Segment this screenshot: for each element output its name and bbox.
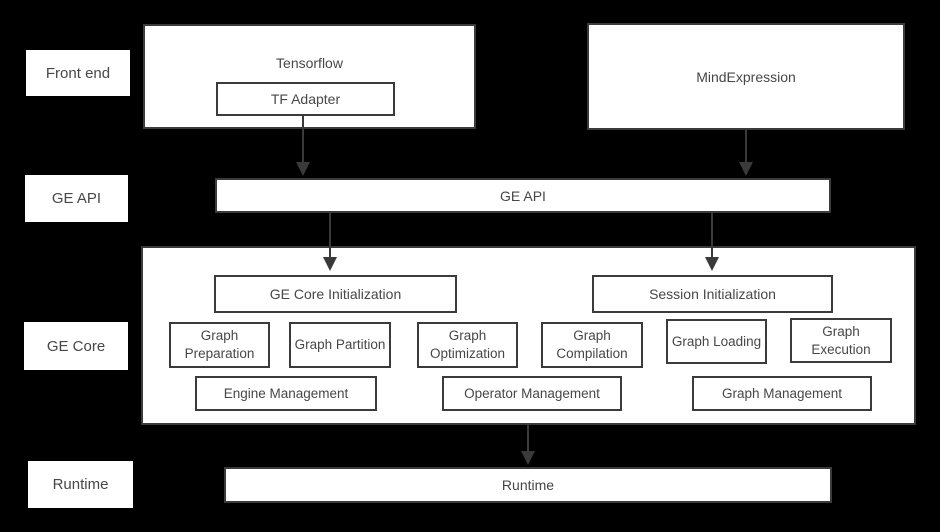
graph-partition-label: Graph Partition bbox=[294, 337, 386, 353]
mindexpression-box: MindExpression bbox=[587, 23, 905, 130]
graph-loading-box: Graph Loading bbox=[666, 319, 767, 364]
graph-compilation-label: Graph Compilation bbox=[556, 328, 628, 361]
ge-core-initialization-box: GE Core Initialization bbox=[214, 275, 457, 313]
graph-execution-box: Graph Execution bbox=[790, 318, 892, 363]
graph-partition-box: Graph Partition bbox=[289, 322, 391, 368]
runtime-bar-label: Runtime bbox=[501, 477, 555, 493]
layer-label-front-end: Front end bbox=[26, 50, 130, 96]
runtime-bar: Runtime bbox=[224, 467, 832, 503]
engine-management-box: Engine Management bbox=[195, 376, 377, 411]
ge-api-bar-label: GE API bbox=[500, 187, 546, 204]
mindexpression-label: MindExpression bbox=[696, 68, 796, 85]
graph-optimization-box: Graph Optimization bbox=[417, 322, 518, 368]
graph-loading-label: Graph Loading bbox=[671, 333, 762, 349]
graph-compilation-box: Graph Compilation bbox=[541, 322, 643, 368]
engine-management-label: Engine Management bbox=[223, 386, 349, 401]
graph-optimization-label: Graph Optimization bbox=[429, 328, 506, 361]
tensorflow-label: Tensorflow bbox=[276, 55, 343, 71]
layer-label-ge-core: GE Core bbox=[24, 322, 128, 370]
operator-management-label: Operator Management bbox=[464, 386, 600, 401]
tensorflow-box: Tensorflow TF Adapter bbox=[143, 24, 476, 129]
layer-label-runtime: Runtime bbox=[28, 461, 133, 508]
graph-management-box: Graph Management bbox=[692, 376, 872, 411]
graph-management-label: Graph Management bbox=[721, 386, 843, 401]
session-initialization-box: Session Initialization bbox=[592, 275, 833, 313]
ge-core-container: GE Core Initialization Session Initializ… bbox=[141, 246, 916, 425]
graph-preparation-label: Graph Preparation bbox=[184, 328, 255, 361]
graph-preparation-box: Graph Preparation bbox=[169, 322, 270, 368]
tf-adapter-box: TF Adapter bbox=[216, 82, 395, 116]
ge-api-bar: GE API bbox=[215, 178, 831, 213]
tf-adapter-label: TF Adapter bbox=[270, 91, 341, 107]
session-initialization-label: Session Initialization bbox=[649, 286, 776, 302]
layer-label-ge-api: GE API bbox=[25, 175, 128, 222]
operator-management-box: Operator Management bbox=[442, 376, 622, 411]
graph-execution-label: Graph Execution bbox=[811, 323, 871, 357]
ge-core-initialization-label: GE Core Initialization bbox=[269, 286, 402, 302]
